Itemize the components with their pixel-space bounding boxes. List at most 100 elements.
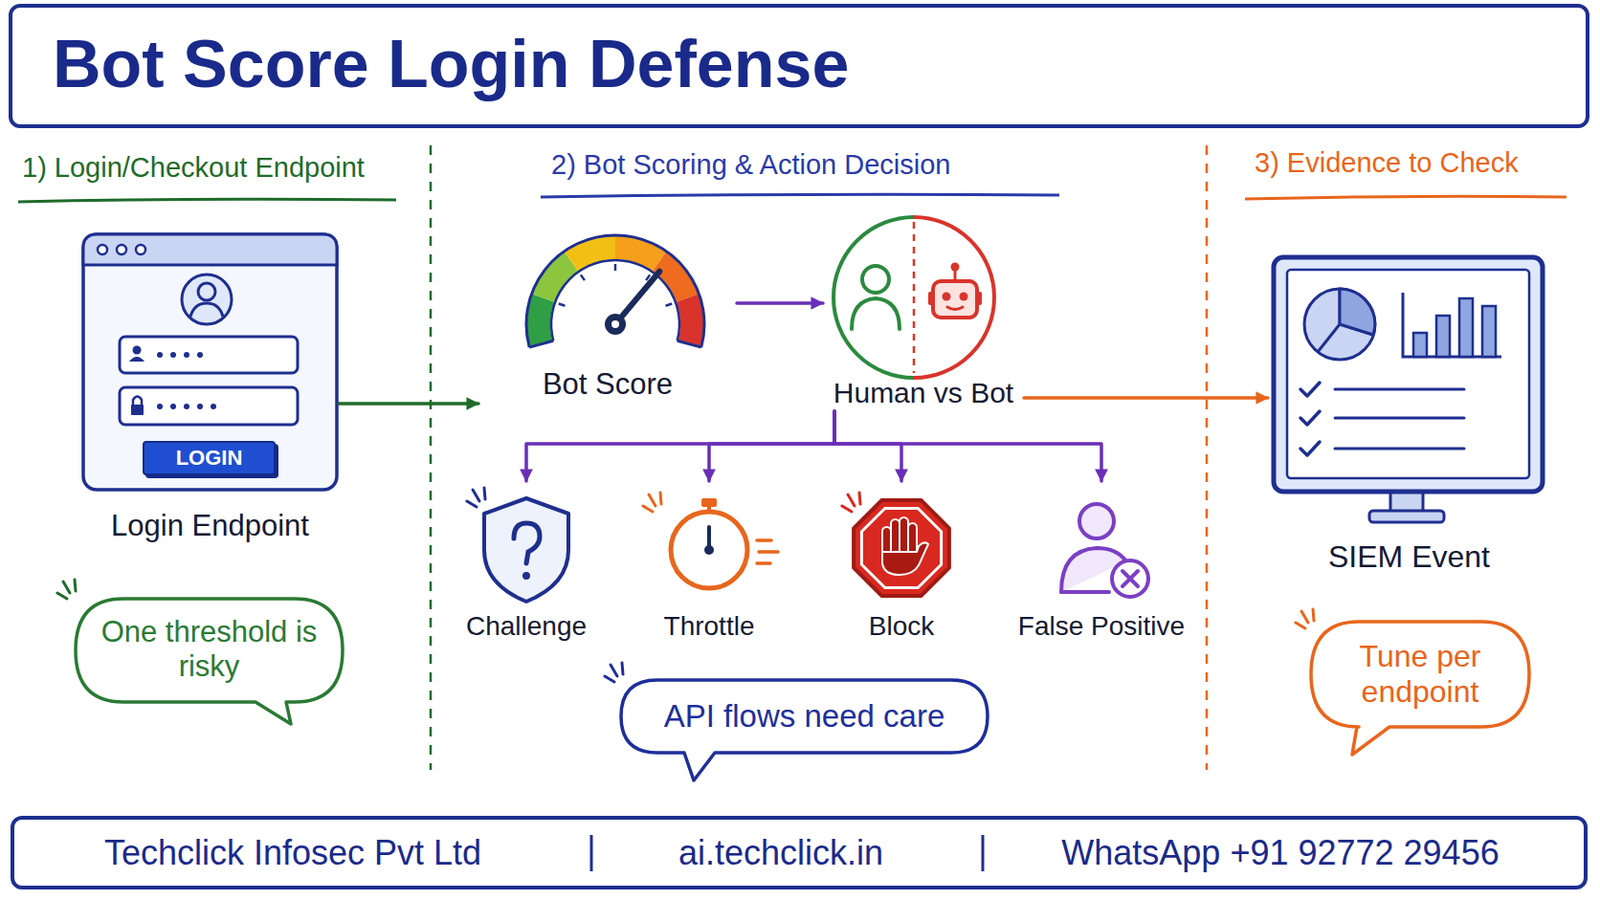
human-vs-bot-circle-shape-part	[933, 281, 978, 318]
login-window-shape-part	[170, 352, 177, 358]
section-underline	[540, 194, 1060, 198]
emphasis-ticks-part	[1301, 611, 1309, 623]
bot-score-gauge-shape-part	[666, 304, 673, 307]
speech-callout: Tune per endpoint	[1309, 620, 1532, 730]
siem-monitor-shape-part	[1334, 447, 1465, 451]
emphasis-ticks-part	[842, 506, 852, 512]
human-vs-bot-circle-shape-part	[833, 217, 914, 378]
section-underline	[18, 199, 397, 202]
section-heading: 2) Bot Scoring & Action Decision	[551, 144, 1088, 187]
block-icon-shape-part	[861, 508, 941, 588]
bot-score-gauge-shape-part	[558, 304, 566, 307]
bot-score-gauge-shape-part	[611, 320, 620, 329]
login-window-shape-part	[131, 404, 144, 416]
siem-monitor-shape-part	[1300, 382, 1320, 397]
challenge-icon-shape-part	[513, 523, 540, 564]
emphasis-ticks-part	[63, 581, 70, 594]
flow-arrow	[338, 401, 479, 406]
login-window-shape-part	[197, 403, 203, 410]
emphasis-ticks	[57, 579, 76, 600]
footer-text: Techclick Infosec Pvt Ltd	[53, 816, 533, 890]
emphasis-ticks-part	[859, 492, 861, 505]
siem-monitor-shape-part	[1459, 298, 1473, 357]
section-heading: 1) Login/Checkout Endpoint	[22, 147, 434, 190]
block-icon-shape-part	[882, 542, 929, 576]
login-window-shape-part	[198, 283, 216, 301]
footer-band: Techclick Infosec Pvt Ltdai.techclick.in…	[10, 816, 1588, 890]
false-positive-icon: False Positive	[1005, 481, 1198, 649]
flow-arrow	[834, 411, 902, 482]
flow-arrow	[736, 301, 823, 306]
emphasis-ticks-part	[847, 494, 855, 507]
node-caption: Throttle	[622, 607, 796, 646]
emphasis-ticks-part	[643, 506, 653, 512]
node-caption: Bot Score	[478, 365, 737, 404]
bot-score-gauge-shape-part	[614, 264, 618, 271]
bot-score-gauge-shape-part	[529, 340, 702, 348]
throttle-icon-shape-part	[701, 498, 717, 508]
siem-monitor: SIEM Event	[1267, 250, 1551, 577]
login-window: Login EndpointLOGIN	[81, 232, 339, 492]
throttle-icon-shape-part	[756, 561, 771, 566]
emphasis-ticks-part	[472, 489, 480, 502]
emphasis-ticks-part	[1295, 622, 1306, 629]
human-vs-bot-circle-shape-part	[951, 263, 960, 272]
block-icon-shape-part	[882, 517, 929, 576]
login-window-shape-part	[119, 336, 298, 374]
login-window-shape-part	[135, 244, 146, 255]
human-vs-bot-circle-shape-part	[959, 292, 969, 302]
login-window-shape-part	[129, 356, 145, 362]
block-icon-shape-part	[853, 500, 950, 597]
login-window-shape-part	[190, 303, 223, 317]
bot-score-gauge: Bot Score	[478, 222, 737, 407]
siem-monitor-shape-part	[1482, 306, 1496, 357]
siem-monitor-shape-part	[1334, 417, 1465, 421]
bot-score-gauge-shape-part	[551, 260, 680, 341]
login-window-shape-part	[181, 274, 232, 325]
siem-monitor-shape-part	[1339, 288, 1376, 335]
throttle-icon-shape-part	[670, 511, 748, 589]
login-window-shape-part	[119, 387, 298, 425]
emphasis-ticks-part	[604, 676, 615, 683]
flow-arrow	[709, 411, 835, 482]
siem-monitor-shape-part	[1369, 511, 1445, 523]
siem-monitor-shape-part	[1273, 257, 1543, 492]
siem-monitor-shape-part	[1300, 442, 1320, 456]
login-window-shape-part	[133, 346, 142, 356]
login-window-shape-part	[156, 352, 163, 358]
throttle-icon: Throttle	[622, 481, 796, 649]
section-divider	[1205, 145, 1209, 771]
bot-score-gauge-shape-part	[687, 298, 692, 345]
button-text: LOGIN	[142, 441, 276, 476]
emphasis-ticks	[1295, 609, 1314, 629]
challenge-icon-shape-part	[484, 498, 569, 602]
human-vs-bot-circle-shape-part	[862, 266, 889, 293]
throttle-icon-shape-part	[758, 550, 778, 555]
login-window-shape-part	[170, 403, 177, 410]
speech-callout-shape-part	[75, 599, 343, 725]
section-divider	[429, 145, 433, 771]
human-vs-bot-circle-shape-part	[913, 217, 995, 378]
throttle-icon-shape-part	[704, 545, 714, 556]
speech-callout-shape-part	[1311, 622, 1530, 756]
bot-score-gauge-shape-part	[526, 235, 705, 348]
emphasis-ticks-part	[648, 494, 656, 507]
login-window-shape-part	[83, 234, 337, 490]
false-positive-icon-shape-part	[1061, 590, 1110, 595]
node-caption: Challenge	[440, 607, 613, 646]
siem-monitor-shape-part	[1334, 388, 1465, 392]
callout-text: Tune per endpoint	[1324, 627, 1516, 722]
flow-arrow	[834, 411, 1102, 482]
human-vs-bot-circle-shape-part	[851, 298, 900, 330]
challenge-icon-shape-part	[522, 572, 531, 580]
throttle-icon-shape-part	[756, 540, 778, 564]
footer-band-shape-part	[590, 835, 594, 872]
block-icon: Block	[815, 481, 988, 649]
siem-monitor-shape-part	[1300, 411, 1320, 425]
false-positive-icon-shape-part	[1111, 560, 1149, 598]
emphasis-ticks-part	[466, 501, 477, 508]
human-vs-bot-circle: Human vs Bot	[822, 216, 1024, 412]
speech-callout: API flows need care	[619, 678, 990, 756]
